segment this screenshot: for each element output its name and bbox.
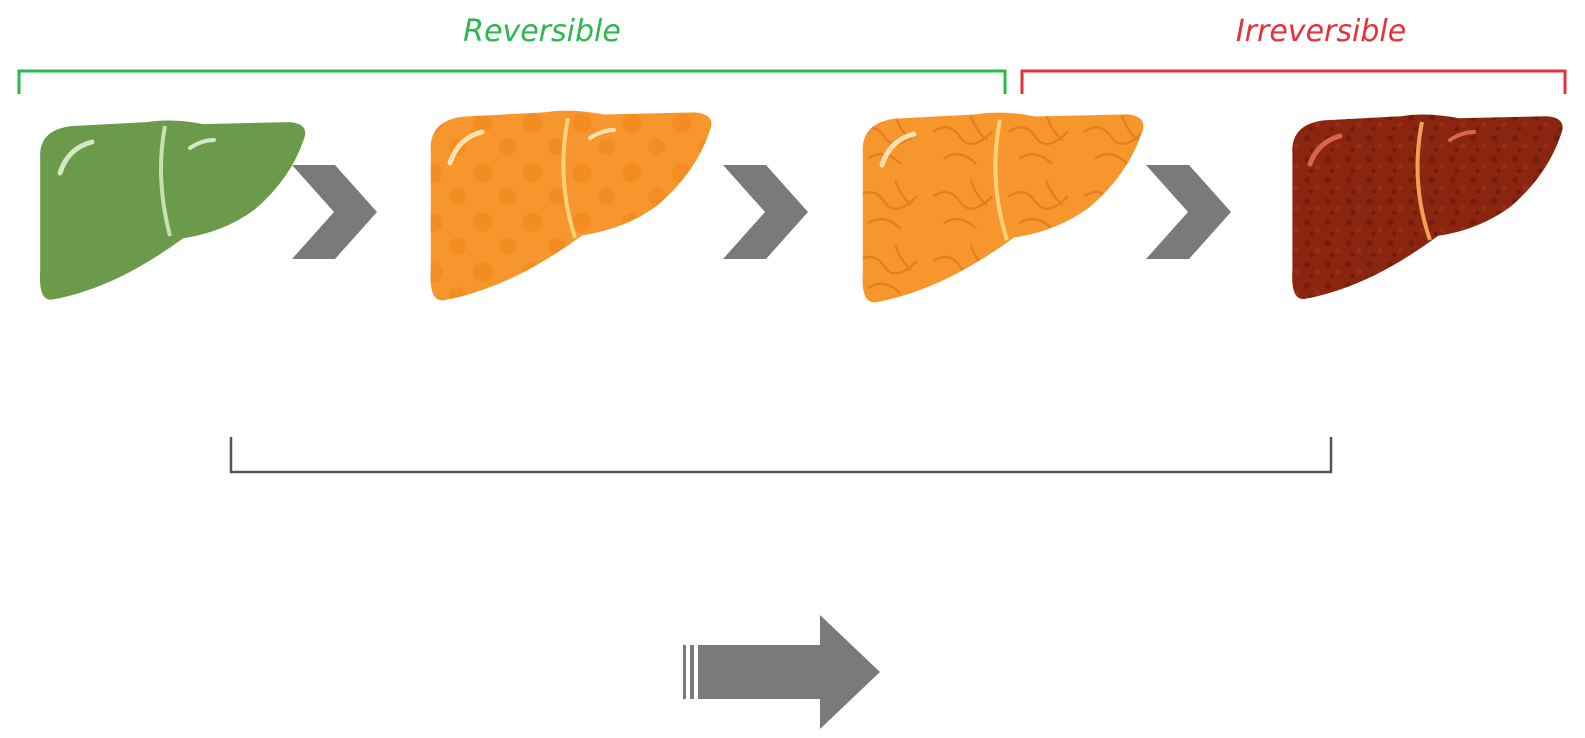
fatty-liver-icon	[430, 110, 712, 301]
inflamed-liver-icon	[862, 112, 1144, 303]
cirrhotic-liver-icon	[1292, 114, 1563, 300]
healthy-liver-icon	[39, 120, 306, 300]
reversible-label: Reversible	[463, 14, 621, 49]
progression-arrow-icon	[683, 615, 880, 729]
reversible-bracket	[17, 69, 1007, 94]
lower-bracket	[229, 437, 1333, 474]
irreversible-bracket	[1020, 69, 1567, 94]
chevron-right-icon	[292, 165, 377, 259]
chevron-right-icon	[723, 165, 808, 259]
chevron-right-icon	[1146, 165, 1231, 259]
irreversible-label: Irreversible	[1235, 14, 1407, 49]
